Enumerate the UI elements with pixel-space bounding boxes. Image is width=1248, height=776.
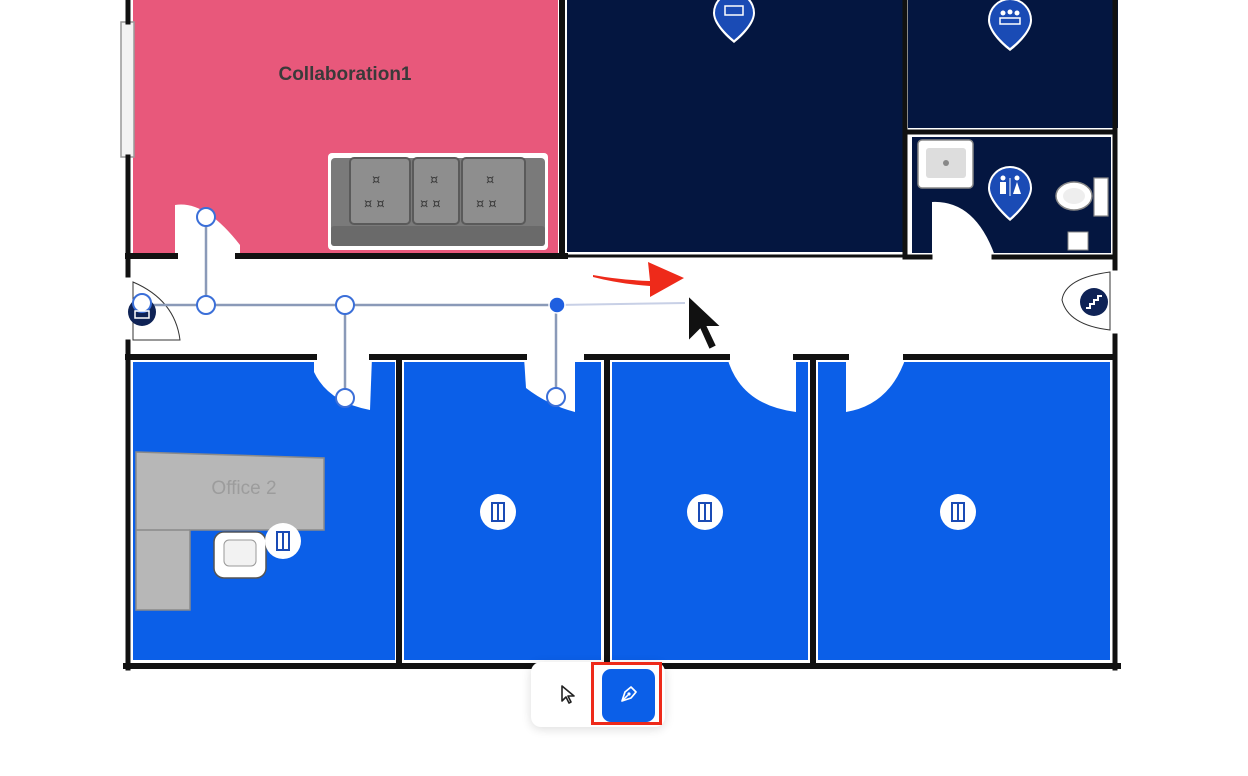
route-path[interactable] [142,207,686,408]
window [120,21,135,158]
route-node-active[interactable] [548,296,566,314]
svg-text:¤ ¤: ¤ ¤ [476,197,497,212]
room-label-collaboration1: Collaboration1 [278,64,411,85]
door-swing [175,204,240,258]
door-icon[interactable] [480,494,516,530]
mouse-cursor-icon [687,292,725,352]
meeting-room-pin-icon[interactable] [713,0,755,43]
annotation-arrow-icon [593,262,684,297]
select-tool-button[interactable] [545,672,591,718]
walls [123,0,1121,671]
door-icon[interactable] [940,494,976,530]
svg-text:¤ ¤: ¤ ¤ [420,197,441,212]
desk-icon[interactable] [128,293,156,326]
pen-path-icon [618,683,640,708]
door-swing [314,357,372,410]
route-segment-preview [556,302,686,306]
door-swing [727,357,796,412]
restroom-fixtures [917,139,1109,256]
sofa-furniture: ¤ ¤ ¤ ¤ ¤ ¤ ¤ ¤ ¤ [328,153,548,250]
desk-furniture [135,451,325,611]
svg-text:¤ ¤: ¤ ¤ [364,197,385,212]
room-label-office-2: Office 2 [211,478,276,499]
door-icon[interactable] [687,494,723,530]
route-node[interactable] [196,295,216,315]
route-node[interactable] [196,207,216,227]
path-tool-button[interactable] [602,669,655,722]
svg-text:¤: ¤ [486,173,494,188]
meeting-room-pin-icon[interactable] [988,0,1032,51]
door-icon[interactable] [265,523,301,559]
route-node[interactable] [335,388,355,408]
edit-toolbar [531,662,665,727]
stairs-icon[interactable] [1080,288,1108,316]
svg-text:¤: ¤ [372,173,380,188]
route-node[interactable] [546,387,566,407]
svg-text:¤: ¤ [430,173,438,188]
restroom-pin-icon[interactable] [988,166,1032,221]
select-arrow-icon [557,683,579,708]
door-swing [846,357,906,412]
route-node[interactable] [335,295,355,315]
